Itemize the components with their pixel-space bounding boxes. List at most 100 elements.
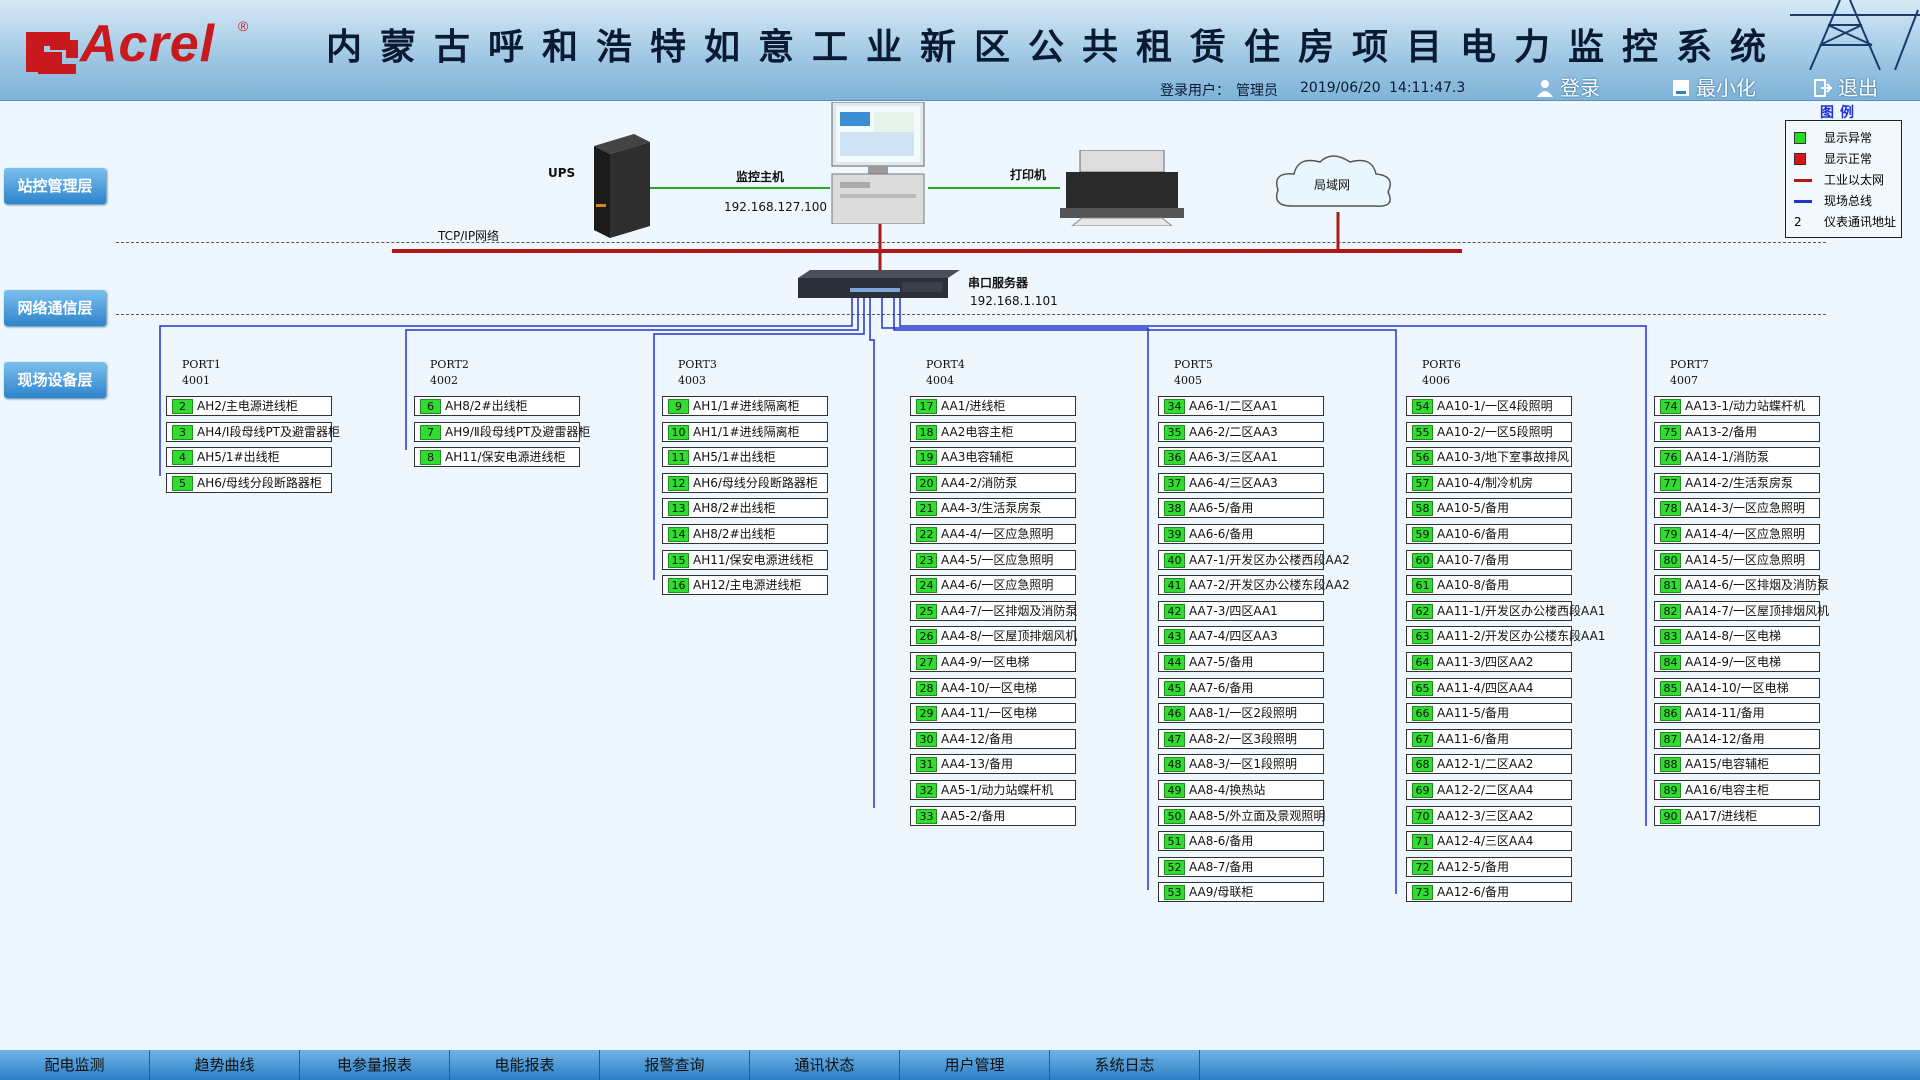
layer-station-management[interactable]: 站控管理层 — [4, 168, 106, 204]
nav-item[interactable]: 用户管理 — [900, 1050, 1050, 1080]
nav-item[interactable]: 趋势曲线 — [150, 1050, 300, 1080]
login-button[interactable]: 登录 — [1536, 72, 1600, 101]
nav-item[interactable]: 报警查询 — [600, 1050, 750, 1080]
exit-button[interactable]: 退出 — [1814, 72, 1878, 101]
layer-network-communication[interactable]: 网络通信层 — [4, 290, 106, 326]
nav-item[interactable]: 配电监测 — [0, 1050, 150, 1080]
nav-item[interactable]: 电参量报表 — [300, 1050, 450, 1080]
nav-item[interactable]: 通讯状态 — [750, 1050, 900, 1080]
nav-item[interactable]: 系统日志 — [1050, 1050, 1200, 1080]
minimize-button[interactable]: 最小化 — [1672, 72, 1756, 101]
layer-field-device[interactable]: 现场设备层 — [4, 362, 106, 398]
nav-item[interactable]: 电能报表 — [450, 1050, 600, 1080]
